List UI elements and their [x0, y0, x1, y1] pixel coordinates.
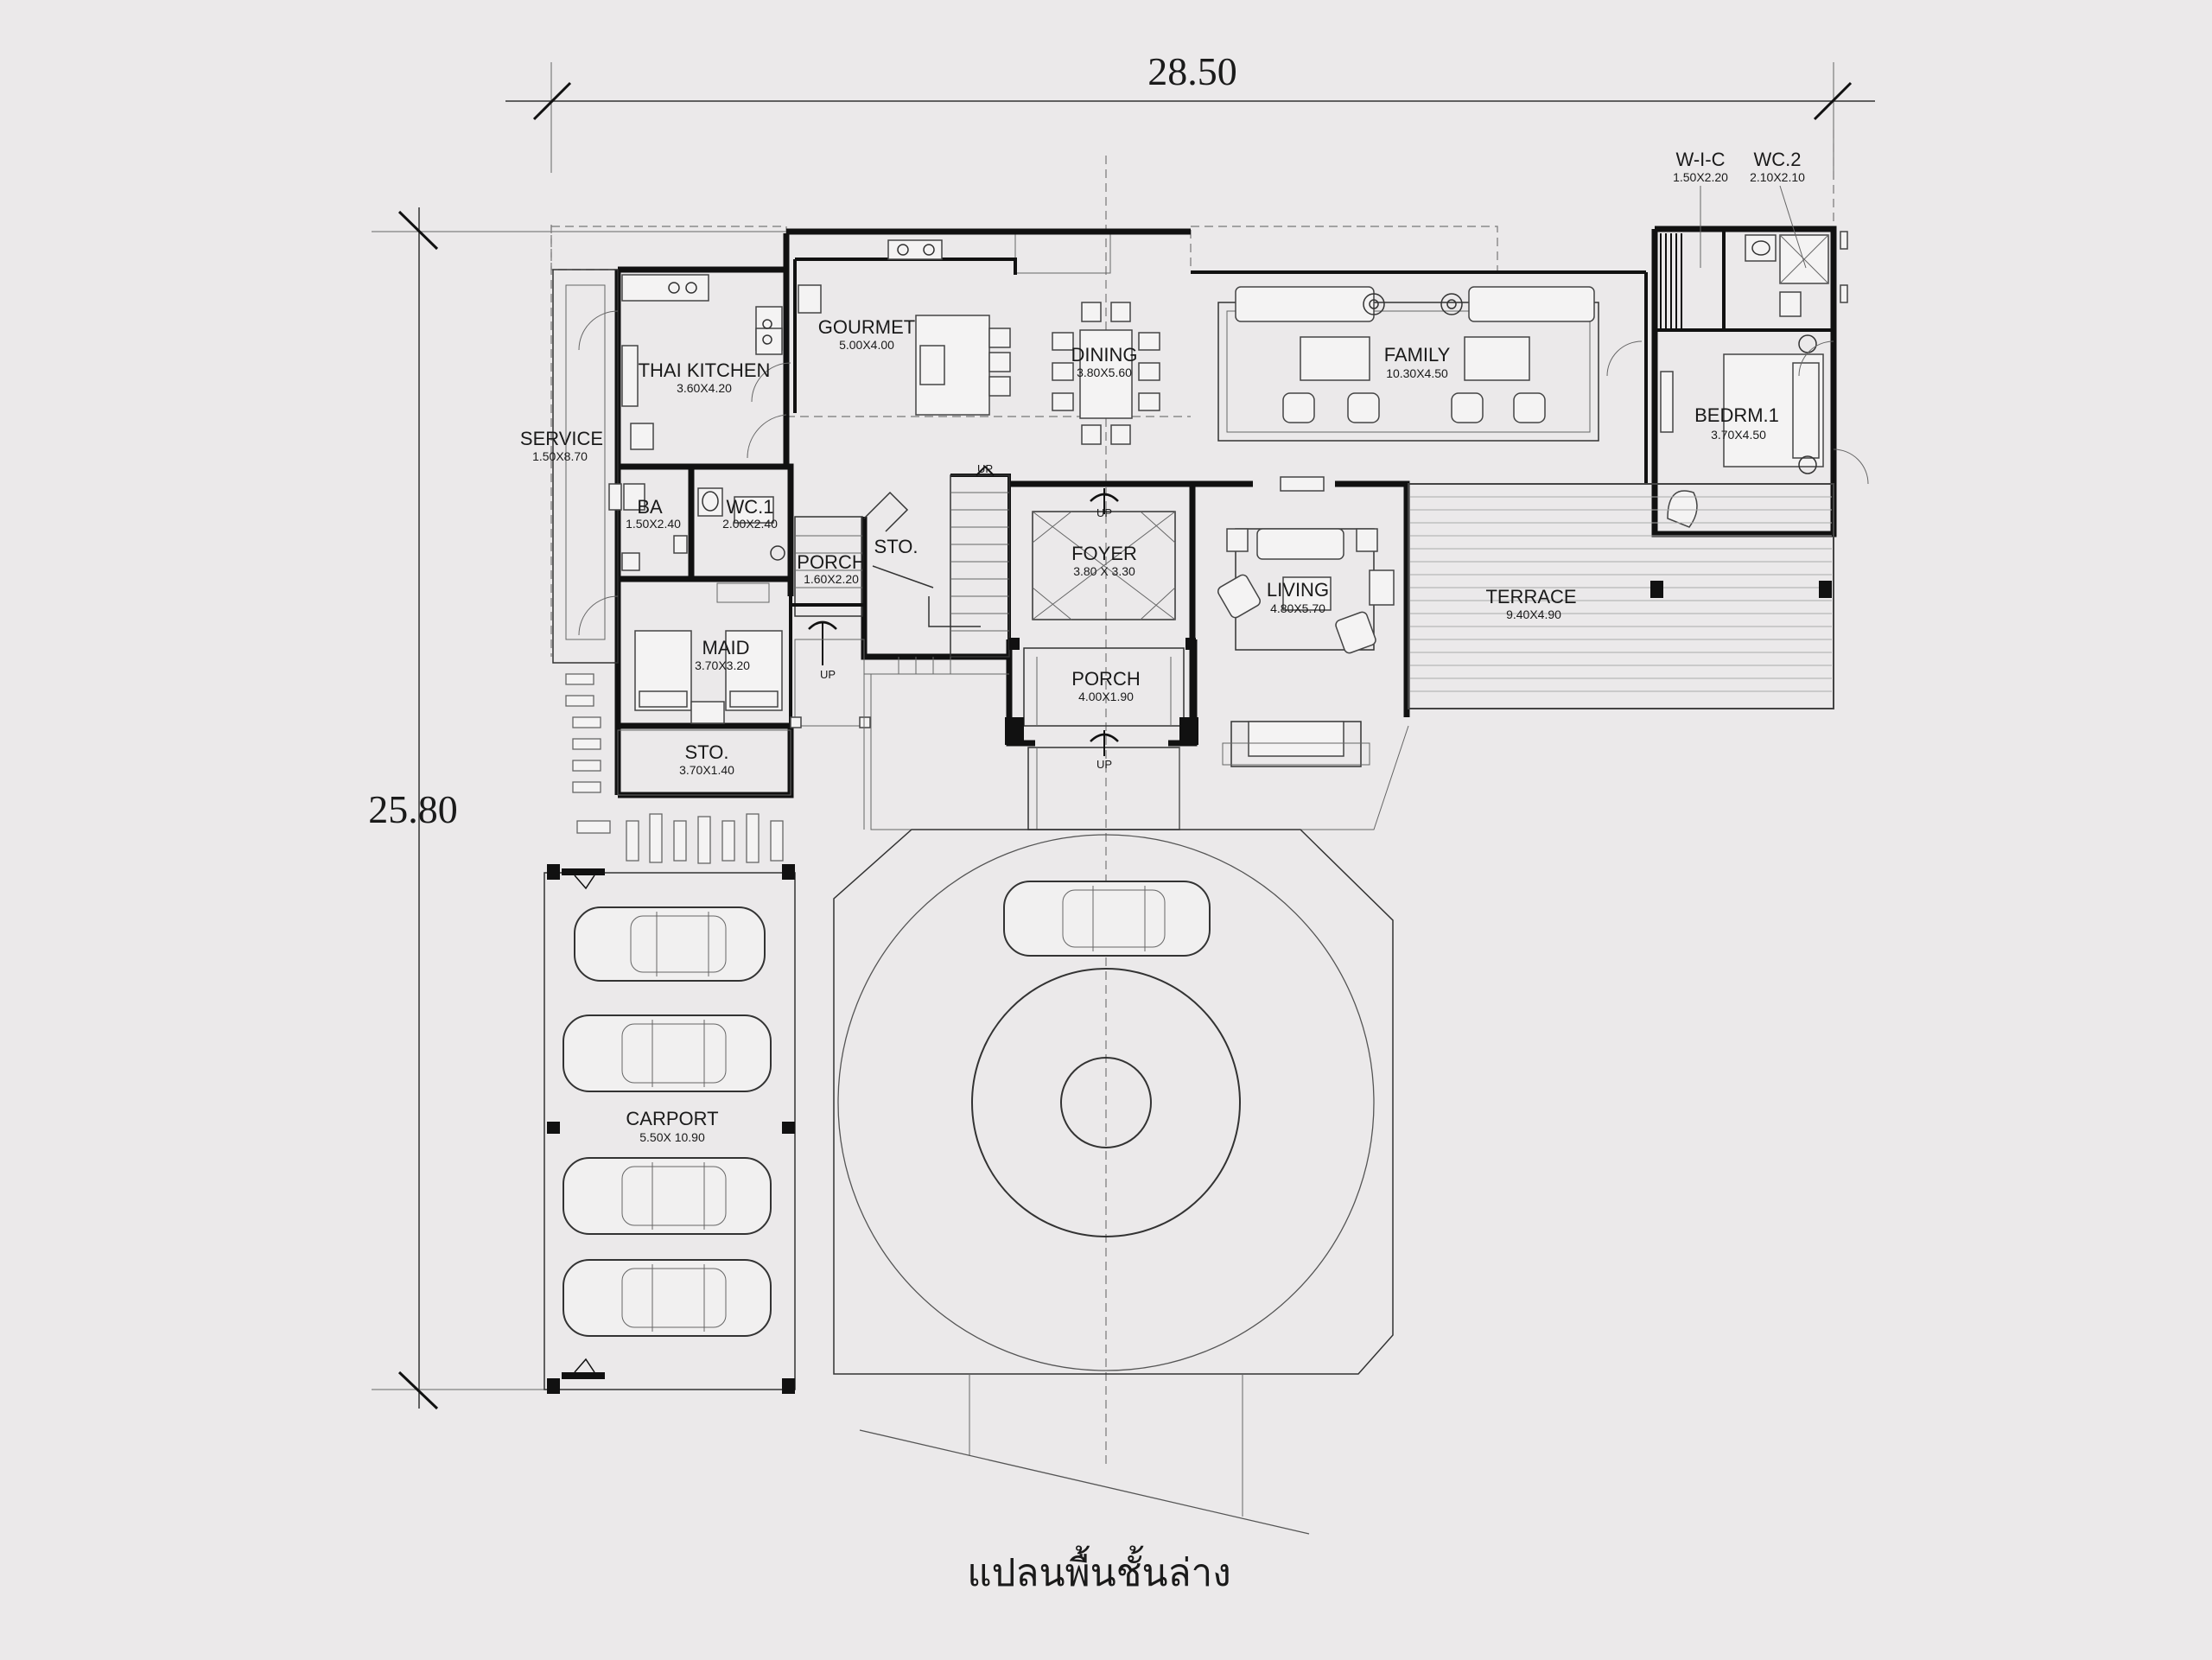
- dimension-tick-icon: [532, 81, 572, 121]
- car-icon: [1003, 881, 1211, 957]
- room-name-family: FAMILY: [1384, 344, 1451, 366]
- room-name-bedroom-1: BEDRM.1: [1694, 404, 1779, 426]
- wardrobe-hatch: [1660, 233, 1682, 328]
- room-size-ba: 1.50X2.40: [626, 517, 681, 531]
- room-size-storage: 3.70X1.40: [679, 763, 734, 777]
- car-icon: [574, 906, 766, 982]
- bed-icon: [1723, 353, 1824, 467]
- sofa-icon: [1235, 286, 1595, 322]
- room-size-wc1: 2.00X2.40: [722, 517, 778, 531]
- room-size-terrace: 9.40X4.90: [1506, 607, 1561, 621]
- dimension-lines: 28.50 25.80: [368, 49, 1875, 1410]
- wc2-fixtures: [1745, 231, 1848, 317]
- room-name-storage-stair: STO.: [874, 536, 918, 557]
- stair-up-labels: UP UP UP UP: [820, 462, 1112, 771]
- gourmet-fixtures: [798, 239, 1011, 416]
- room-name-living: LIVING: [1267, 579, 1329, 601]
- maid-furniture: [634, 582, 783, 724]
- room-name-thai-kitchen: THAI KITCHEN: [639, 359, 771, 381]
- room-name-dining: DINING: [1071, 344, 1138, 366]
- thai-kitchen-fixtures: [621, 274, 787, 459]
- service-porch: [790, 516, 871, 728]
- room-name-terrace: TERRACE: [1485, 586, 1576, 607]
- room-size-porch-service: 1.60X2.20: [804, 572, 859, 586]
- stair-up-arrow-icon: [808, 620, 837, 630]
- room-name-service: SERVICE: [520, 428, 603, 449]
- room-name-foyer: FOYER: [1071, 543, 1137, 564]
- door-swing-icon: [751, 340, 1643, 403]
- up-label-main-porch: UP: [1096, 758, 1112, 771]
- up-label-service-porch: UP: [820, 668, 836, 681]
- up-label-foyer: UP: [1096, 506, 1112, 519]
- room-name-carport: CARPORT: [626, 1108, 718, 1129]
- car-icon: [563, 1014, 772, 1092]
- room-name-wic: W-I-C: [1675, 149, 1725, 170]
- room-name-ba: BA: [637, 496, 663, 518]
- room-size-maid: 3.70X3.20: [695, 658, 750, 672]
- width-dimension-label: 28.50: [1147, 49, 1237, 93]
- building-walls: [614, 226, 1837, 798]
- stepping-stones: [565, 673, 784, 864]
- depth-dimension-label: 25.80: [368, 787, 458, 831]
- room-size-living: 4.80X5.70: [1270, 601, 1325, 615]
- room-labels: W-I-C 1.50X2.20 WC.2 2.10X2.10 GOURMET 5…: [520, 149, 1807, 1144]
- driveway: [833, 674, 1409, 1535]
- room-name-storage: STO.: [685, 741, 729, 763]
- room-name-maid: MAID: [702, 637, 750, 658]
- stair-up-arrow-icon: [1090, 733, 1119, 742]
- stair-core: [863, 465, 1010, 830]
- room-name-wc1: WC.1: [727, 496, 774, 518]
- room-size-dining: 3.80X5.60: [1077, 366, 1132, 379]
- terrace-deck: [1408, 483, 1834, 709]
- carport: [543, 864, 796, 1394]
- foyer-floor: [1032, 488, 1176, 620]
- roundabout-outer: [837, 834, 1375, 1371]
- bathroom-fixtures: [608, 483, 785, 571]
- room-size-wic: 1.50X2.20: [1673, 170, 1728, 184]
- storage-room: [617, 729, 791, 796]
- room-size-bedroom-1: 3.70X4.50: [1711, 428, 1766, 442]
- car-icon: [563, 1259, 772, 1337]
- room-size-wc2: 2.10X2.10: [1750, 170, 1805, 184]
- room-size-porch-main: 4.00X1.90: [1078, 690, 1134, 703]
- dining-table-icon: [1052, 302, 1160, 445]
- dimension-tick-icon: [397, 210, 439, 251]
- service-corridor: [552, 269, 619, 664]
- roundabout-center: [1060, 1057, 1152, 1148]
- car-icon: [563, 1157, 772, 1235]
- room-name-porch-service: PORCH: [797, 551, 865, 573]
- room-size-gourmet: 5.00X4.00: [839, 338, 894, 352]
- room-size-thai-kitchen: 3.60X4.20: [677, 381, 732, 395]
- roundabout-middle: [971, 968, 1241, 1237]
- up-label-stair: UP: [977, 462, 993, 475]
- room-size-service: 1.50X8.70: [532, 449, 588, 463]
- stair-up-arrow-icon: [976, 465, 995, 476]
- room-name-wc2: WC.2: [1754, 149, 1802, 170]
- room-name-porch-main: PORCH: [1071, 668, 1140, 690]
- dimension-tick-icon: [397, 1371, 439, 1410]
- stair-up-arrow-icon: [1090, 493, 1119, 502]
- family-furniture: [1217, 286, 1599, 442]
- plan-caption: แปลนพื้นชั้นล่าง: [967, 1545, 1231, 1595]
- room-size-foyer: 3.80 X 3.30: [1073, 564, 1135, 578]
- living-furniture: [1217, 476, 1395, 767]
- room-size-family: 10.30X4.50: [1386, 366, 1448, 380]
- bedroom-furniture: [1660, 334, 1869, 528]
- dimension-tick-icon: [1813, 81, 1853, 121]
- room-name-gourmet: GOURMET: [818, 316, 915, 338]
- main-porch: [1005, 638, 1198, 830]
- room-size-carport: 5.50X 10.90: [639, 1130, 705, 1144]
